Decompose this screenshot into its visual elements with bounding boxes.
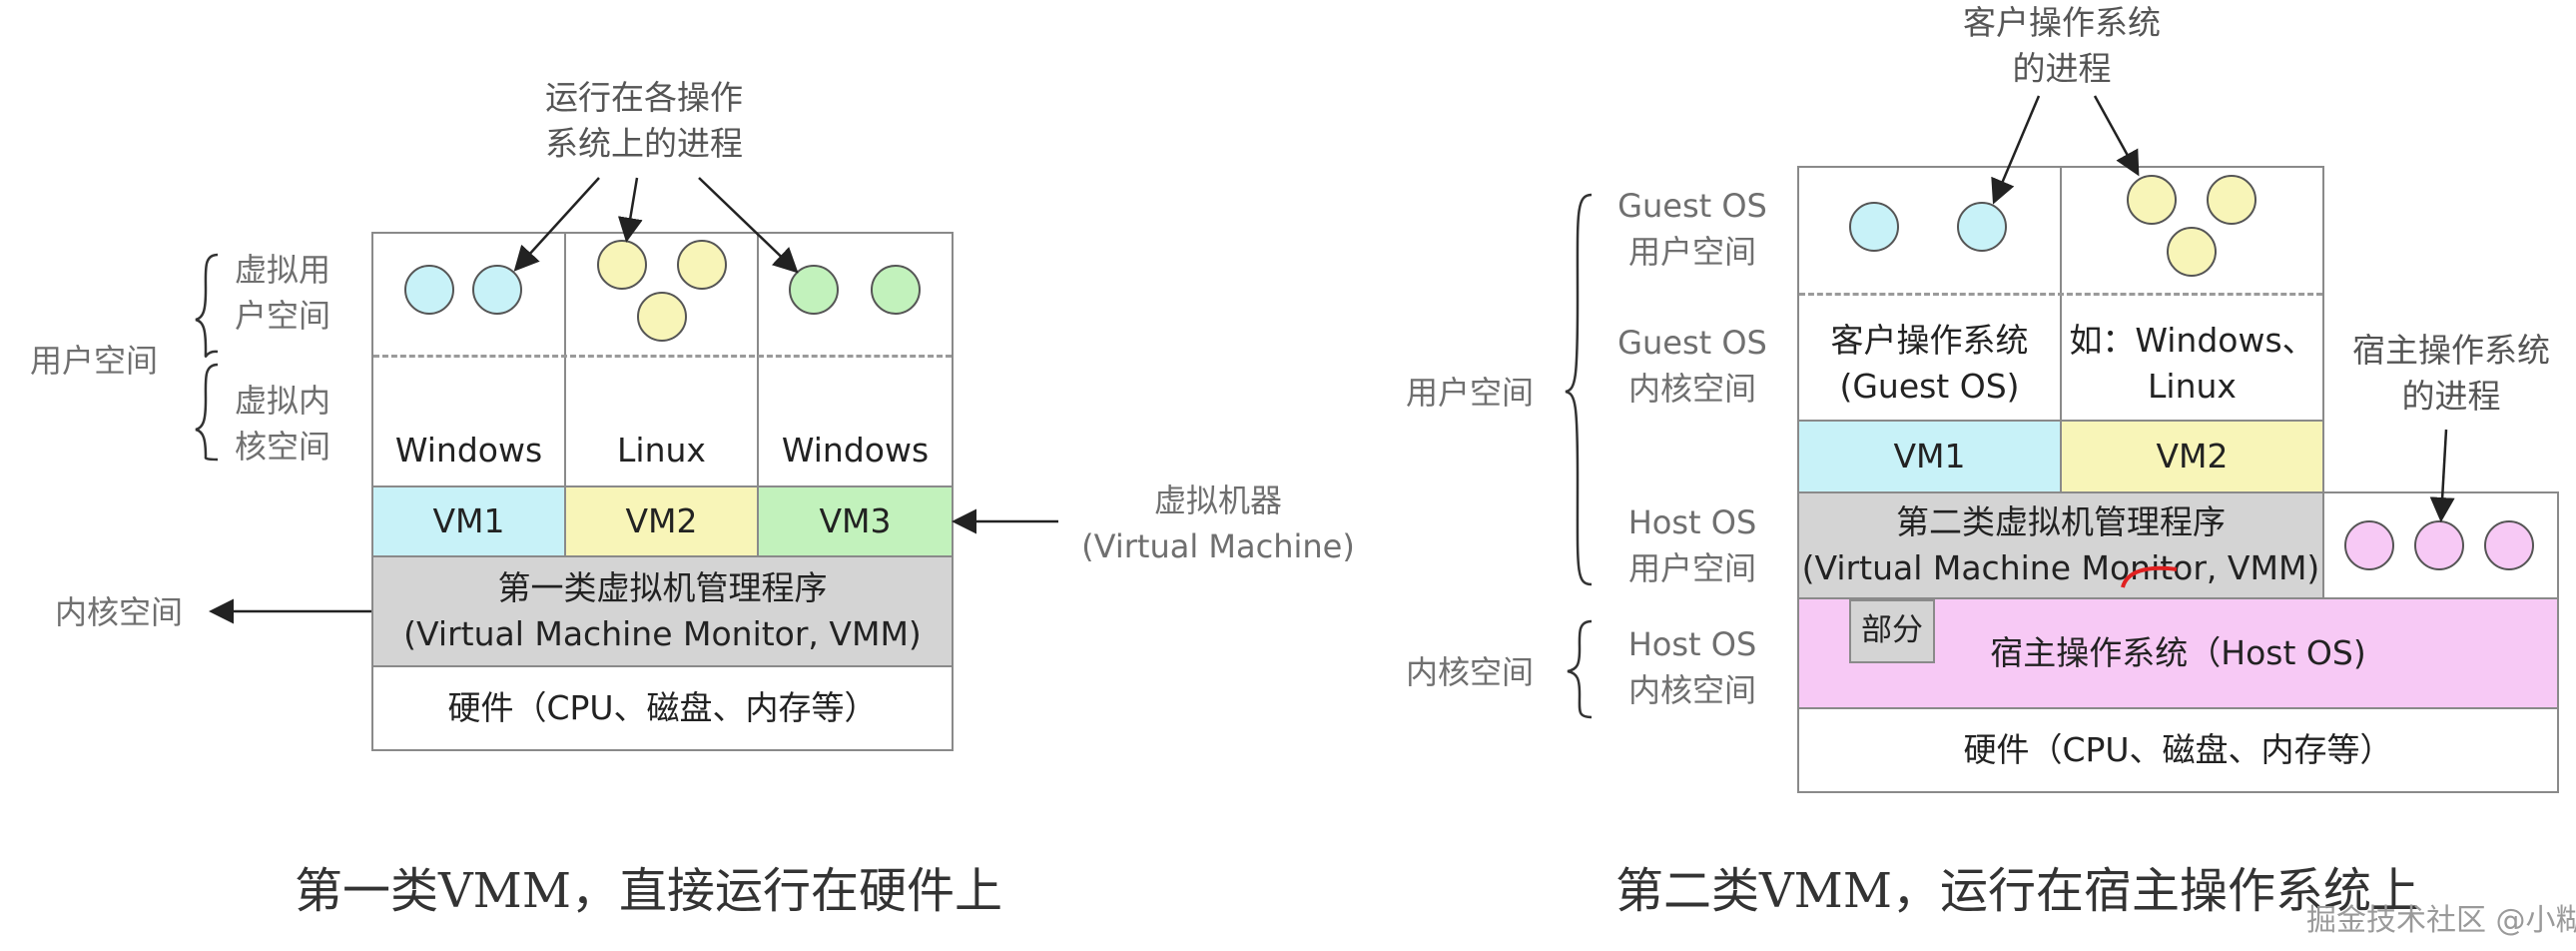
process-circle [1849,202,1899,252]
process-circle [1957,202,2007,252]
process-circle [677,240,727,290]
vm-2: VM2 [564,485,759,557]
watermark: 掘金技术社区 @小糊 [2306,903,2576,938]
label-host-user-space: Host OS 用户空间 [1627,503,1757,588]
label-guest-user-space: Guest OS 用户空间 [1617,187,1767,272]
vmm-type2: 第二类虚拟机管理程序 (Virtual Machine Monitor, VMM… [1797,491,2324,599]
process-circle [2127,175,2177,225]
vm-3: VM3 [757,485,954,557]
caption-type1: 第一类VMM，直接运行在硬件上 [295,863,1002,919]
annotation-host-processes: 宿主操作系统 的进程 [2352,331,2550,417]
label-host-kernel-space: Host OS 内核空间 [1627,625,1757,710]
label-virtual-user-space: 虚拟用 户空间 [235,251,331,336]
caption-type2: 第二类VMM，运行在宿主操作系统上 [1615,863,2419,919]
arrow-to-guest-processes-2 [2093,95,2140,177]
annotation-processes: 运行在各操作 系统上的进程 [545,78,743,164]
process-circle [637,292,687,342]
user-kernel-divider [373,355,952,358]
brace-virtual-kernel [195,363,219,462]
label-virtual-machine: 虚拟机器 (Virtual Machine) [1081,481,1355,566]
process-circle [2167,227,2217,277]
brace-user-space-right [1565,193,1593,586]
os-name-3: Windows [781,431,930,470]
guest-os-label: 客户操作系统 (Guest OS) [1830,321,2029,407]
brace-virtual-user [195,253,219,358]
label-kernel-space-right: 内核空间 [1406,653,1535,691]
vmm-type1: 第一类虚拟机管理程序 (Virtual Machine Monitor, VMM… [371,555,954,667]
label-kernel-space: 内核空间 [55,593,184,631]
process-circle [2344,520,2394,570]
arrow-to-linux-processes [617,177,643,243]
process-circle [404,265,454,315]
os-name-1: Windows [394,431,543,470]
brace-kernel-space-right [1567,619,1593,719]
process-circle [2414,520,2464,570]
annotation-guest-processes: 客户操作系统 的进程 [1963,3,2161,89]
vmm-kernel-part: 部分 [1849,599,1935,663]
process-circle [871,265,921,315]
label-guest-kernel-space: Guest OS 内核空间 [1617,324,1767,409]
hardware-left: 硬件（CPU、磁盘、内存等） [371,665,954,751]
vm-right-2: VM2 [2060,420,2324,493]
label-user-space: 用户空间 [30,342,159,380]
process-circle [597,240,647,290]
os-name-2: Linux [617,431,706,470]
label-virtual-kernel-space: 虚拟内 核空间 [235,382,331,467]
vm-1: VM1 [371,485,566,557]
label-user-space-right: 用户空间 [1406,374,1535,412]
guest-user-kernel-divider [1799,293,2322,296]
vm-right-1: VM1 [1797,420,2062,493]
hardware-right: 硬件（CPU、磁盘、内存等） [1797,707,2559,793]
process-circle [2484,520,2534,570]
process-circle [789,265,839,315]
process-circle [2207,175,2256,225]
process-circle [472,265,522,315]
guest-os-example: 如：Windows、 Linux [2069,321,2315,407]
